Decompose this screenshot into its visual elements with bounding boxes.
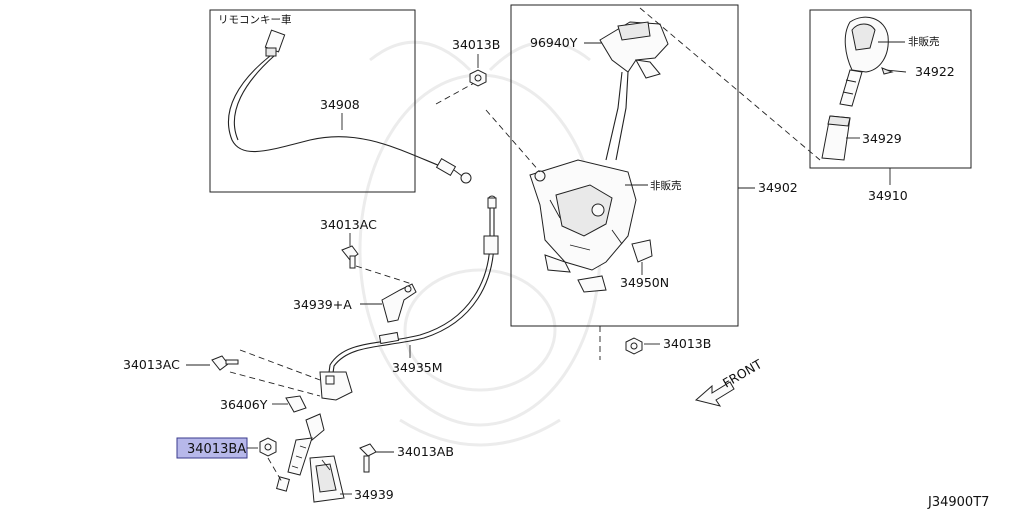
- label-34013BA: 34013BA: [187, 442, 246, 457]
- label-96940Y: 96940Y: [530, 35, 578, 50]
- label-34013B-mid: 34013B: [663, 336, 711, 351]
- cable-connector-end: [435, 157, 472, 184]
- shift-knob: [839, 16, 889, 107]
- front-arrow: FRONT: [694, 356, 765, 407]
- bolt-34013AC-left: [211, 355, 239, 371]
- label-34013AB: 34013AB: [397, 444, 454, 459]
- bolt-34013AC-top: [341, 245, 359, 269]
- label-34908: 34908: [320, 97, 360, 112]
- remote-key-label: リモコンキー車: [218, 13, 292, 26]
- label-34935M: 34935M: [392, 360, 443, 375]
- label-34013AC-top: 34013AC: [320, 217, 377, 232]
- bracket-34939A: [381, 283, 417, 323]
- front-label: FRONT: [720, 356, 765, 391]
- cable-34935M: [327, 195, 499, 381]
- clip-36406Y: [285, 395, 307, 413]
- part-34950N: [631, 239, 653, 263]
- nut-34013B-mid: [625, 337, 643, 355]
- nut-34013BA: [259, 437, 277, 457]
- diagram-code: J34900T7: [927, 495, 989, 510]
- shifter-box: 96940Y 非販売 34950N: [510, 4, 739, 327]
- shift-lever-bracket: [599, 21, 669, 79]
- bolt-34013AB: [359, 443, 377, 473]
- nut-34013B-top: [469, 69, 487, 87]
- label-34013B-top: 34013B: [452, 37, 500, 52]
- label-34922: 34922: [915, 64, 955, 79]
- label-34929: 34929: [862, 131, 902, 146]
- label-34013AC-left: 34013AC: [123, 357, 180, 372]
- label-34939: 34939: [354, 487, 394, 502]
- remote-key-box: リモコンキー車 34908: [209, 9, 472, 193]
- shifter-base: [529, 159, 637, 293]
- label-34939A: 34939+A: [293, 297, 352, 312]
- not-for-sale-middle-label: 非販売: [650, 179, 682, 192]
- label-34902: 34902: [758, 180, 798, 195]
- label-34950N: 34950N: [620, 275, 669, 290]
- not-for-sale-upper-label: 非販売: [908, 35, 940, 48]
- knob-cover: [821, 115, 851, 161]
- label-34910: 34910: [868, 188, 908, 203]
- rod-end: [276, 413, 325, 492]
- highlight-34013BA[interactable]: 34013BA: [176, 437, 248, 459]
- bracket-34939: [309, 455, 345, 503]
- knob-box: 非販売 34922 34929: [809, 9, 972, 169]
- cable-connector-top: [264, 29, 286, 57]
- label-36406Y: 36406Y: [220, 397, 268, 412]
- cable-bracket: [319, 371, 353, 401]
